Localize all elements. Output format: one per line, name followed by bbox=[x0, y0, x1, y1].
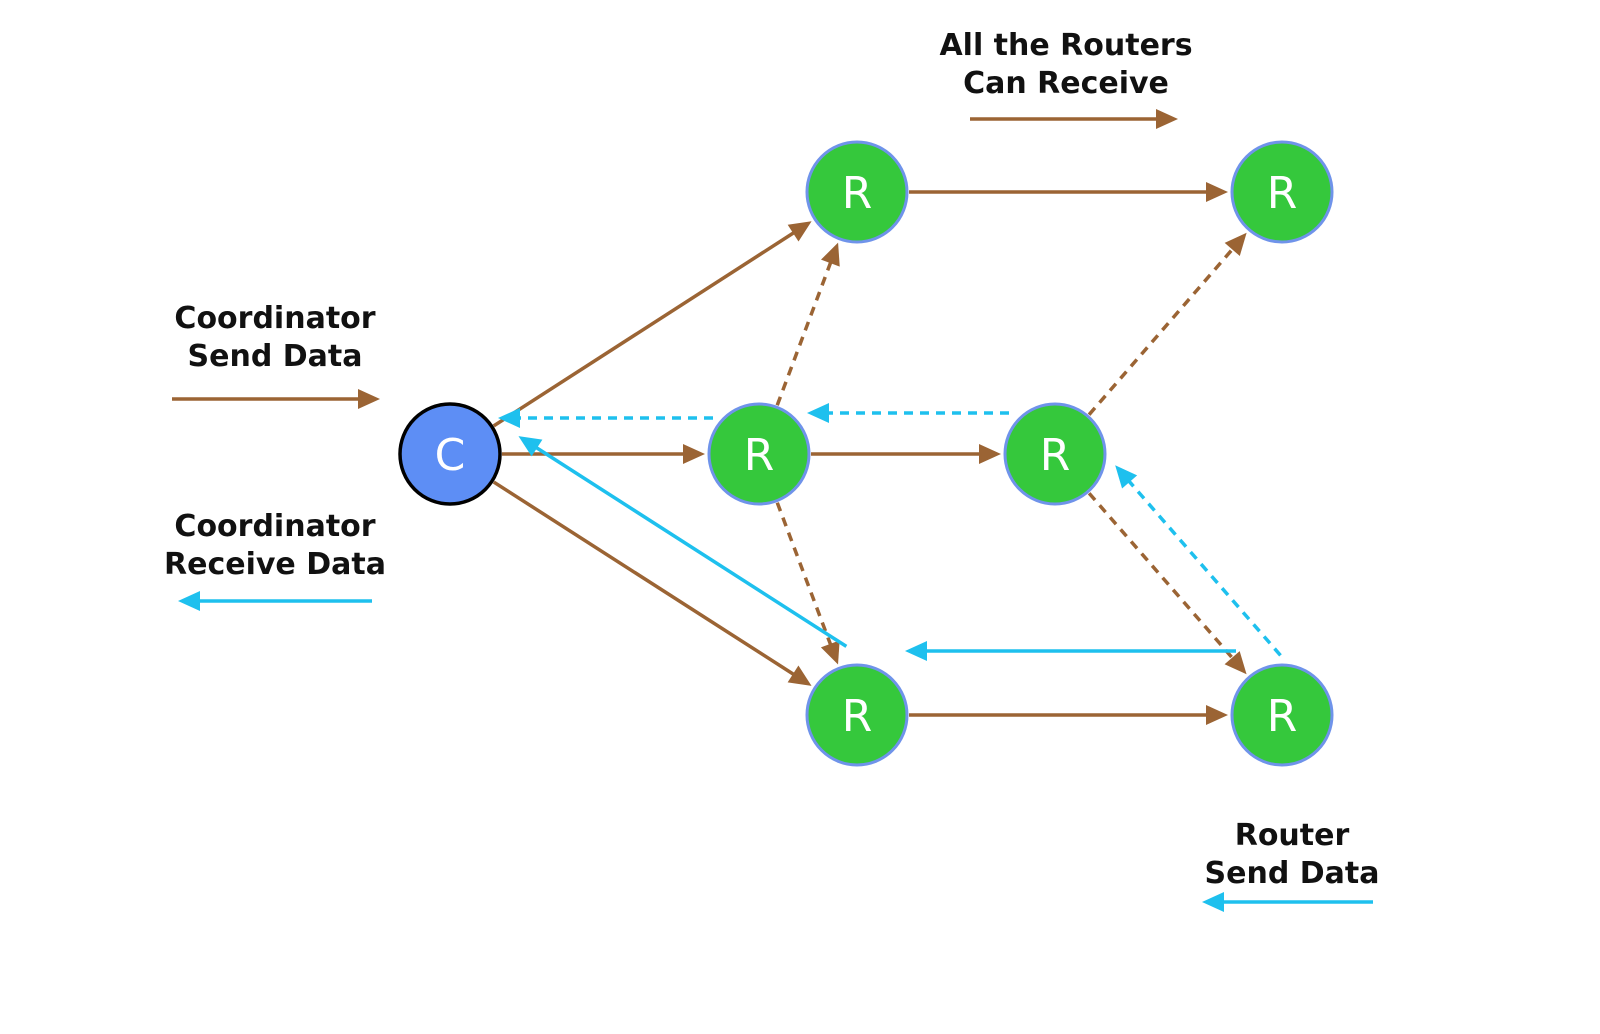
legend-receive-arrow bbox=[178, 591, 372, 611]
legend-coordinator-receive: Coordinator Receive Data bbox=[164, 509, 386, 611]
router-node-r3: R bbox=[707, 402, 811, 506]
r3-circle bbox=[707, 402, 811, 506]
legend-coordinator-send: Coordinator Send Data bbox=[172, 301, 380, 409]
edge-send-r4-to-r2 bbox=[1087, 232, 1247, 416]
legend-all-routers-line1: All the Routers bbox=[939, 28, 1192, 63]
edge-send-c-to-r5 bbox=[492, 480, 812, 686]
edge-receive-r6-to-r5 bbox=[905, 641, 1236, 661]
edge-send-r5-to-r6 bbox=[909, 705, 1228, 725]
legend-router-send-arrow bbox=[1202, 892, 1373, 912]
legend-all-routers-line2: Can Receive bbox=[963, 66, 1169, 101]
edge-receive-r6-to-r4 bbox=[1115, 465, 1282, 657]
legend-send-arrow-shape bbox=[172, 389, 380, 409]
legend-routers-receive-arrow bbox=[970, 109, 1178, 129]
r1-circle bbox=[805, 140, 909, 244]
r4-circle bbox=[1003, 402, 1107, 506]
router-node-r2: R bbox=[1230, 140, 1334, 244]
r5-circle bbox=[805, 663, 909, 767]
legend-all-routers: All the Routers Can Receive bbox=[939, 28, 1193, 129]
legend-coordinator-send-line1: Coordinator bbox=[174, 301, 375, 336]
r3-label: R bbox=[744, 430, 775, 481]
r5-label: R bbox=[842, 691, 873, 742]
legend-router-send: Router Send Data bbox=[1202, 818, 1379, 912]
c-label: C bbox=[435, 430, 466, 481]
edge-send-r4-to-r6 bbox=[1087, 492, 1247, 675]
edge-send-r3-to-r4 bbox=[811, 444, 1001, 464]
legend-router-send-line2: Send Data bbox=[1205, 856, 1380, 891]
edges-layer bbox=[492, 182, 1282, 725]
r6-label: R bbox=[1267, 691, 1298, 742]
r2-label: R bbox=[1267, 168, 1298, 219]
edge-receive-r4-to-r3 bbox=[807, 403, 1009, 423]
legend-receive-arrow-shape bbox=[178, 591, 372, 611]
legend-send-arrow bbox=[172, 389, 380, 409]
legend-coordinator-receive-line1: Coordinator bbox=[174, 509, 375, 544]
r1-label: R bbox=[842, 168, 873, 219]
edge-receive-r5-to-c bbox=[518, 436, 848, 648]
legend-router-send-arrow-shape bbox=[1202, 892, 1373, 912]
c-circle bbox=[398, 402, 502, 506]
coordinator-node-c: C bbox=[398, 402, 502, 506]
legend-router-send-line1: Router bbox=[1235, 818, 1350, 853]
r6-circle bbox=[1230, 663, 1334, 767]
edge-receive-r3-to-c bbox=[498, 408, 713, 428]
legend-coordinator-send-line2: Send Data bbox=[188, 339, 363, 374]
router-node-r1: R bbox=[805, 140, 909, 244]
legend-coordinator-receive-line2: Receive Data bbox=[164, 547, 386, 582]
edge-send-r1-to-r2 bbox=[909, 182, 1228, 202]
router-node-r6: R bbox=[1230, 663, 1334, 767]
edge-send-r3-to-r1 bbox=[775, 242, 840, 406]
router-node-r4: R bbox=[1003, 402, 1107, 506]
nodes-layer: C R R R R R R bbox=[398, 140, 1334, 767]
legend-routers-receive-arrow-shape bbox=[970, 109, 1178, 129]
router-node-r5: R bbox=[805, 663, 909, 767]
edge-send-c-to-r1 bbox=[492, 221, 812, 428]
r4-label: R bbox=[1040, 430, 1071, 481]
edge-send-r3-to-r5 bbox=[775, 502, 840, 665]
r2-circle bbox=[1230, 140, 1334, 244]
